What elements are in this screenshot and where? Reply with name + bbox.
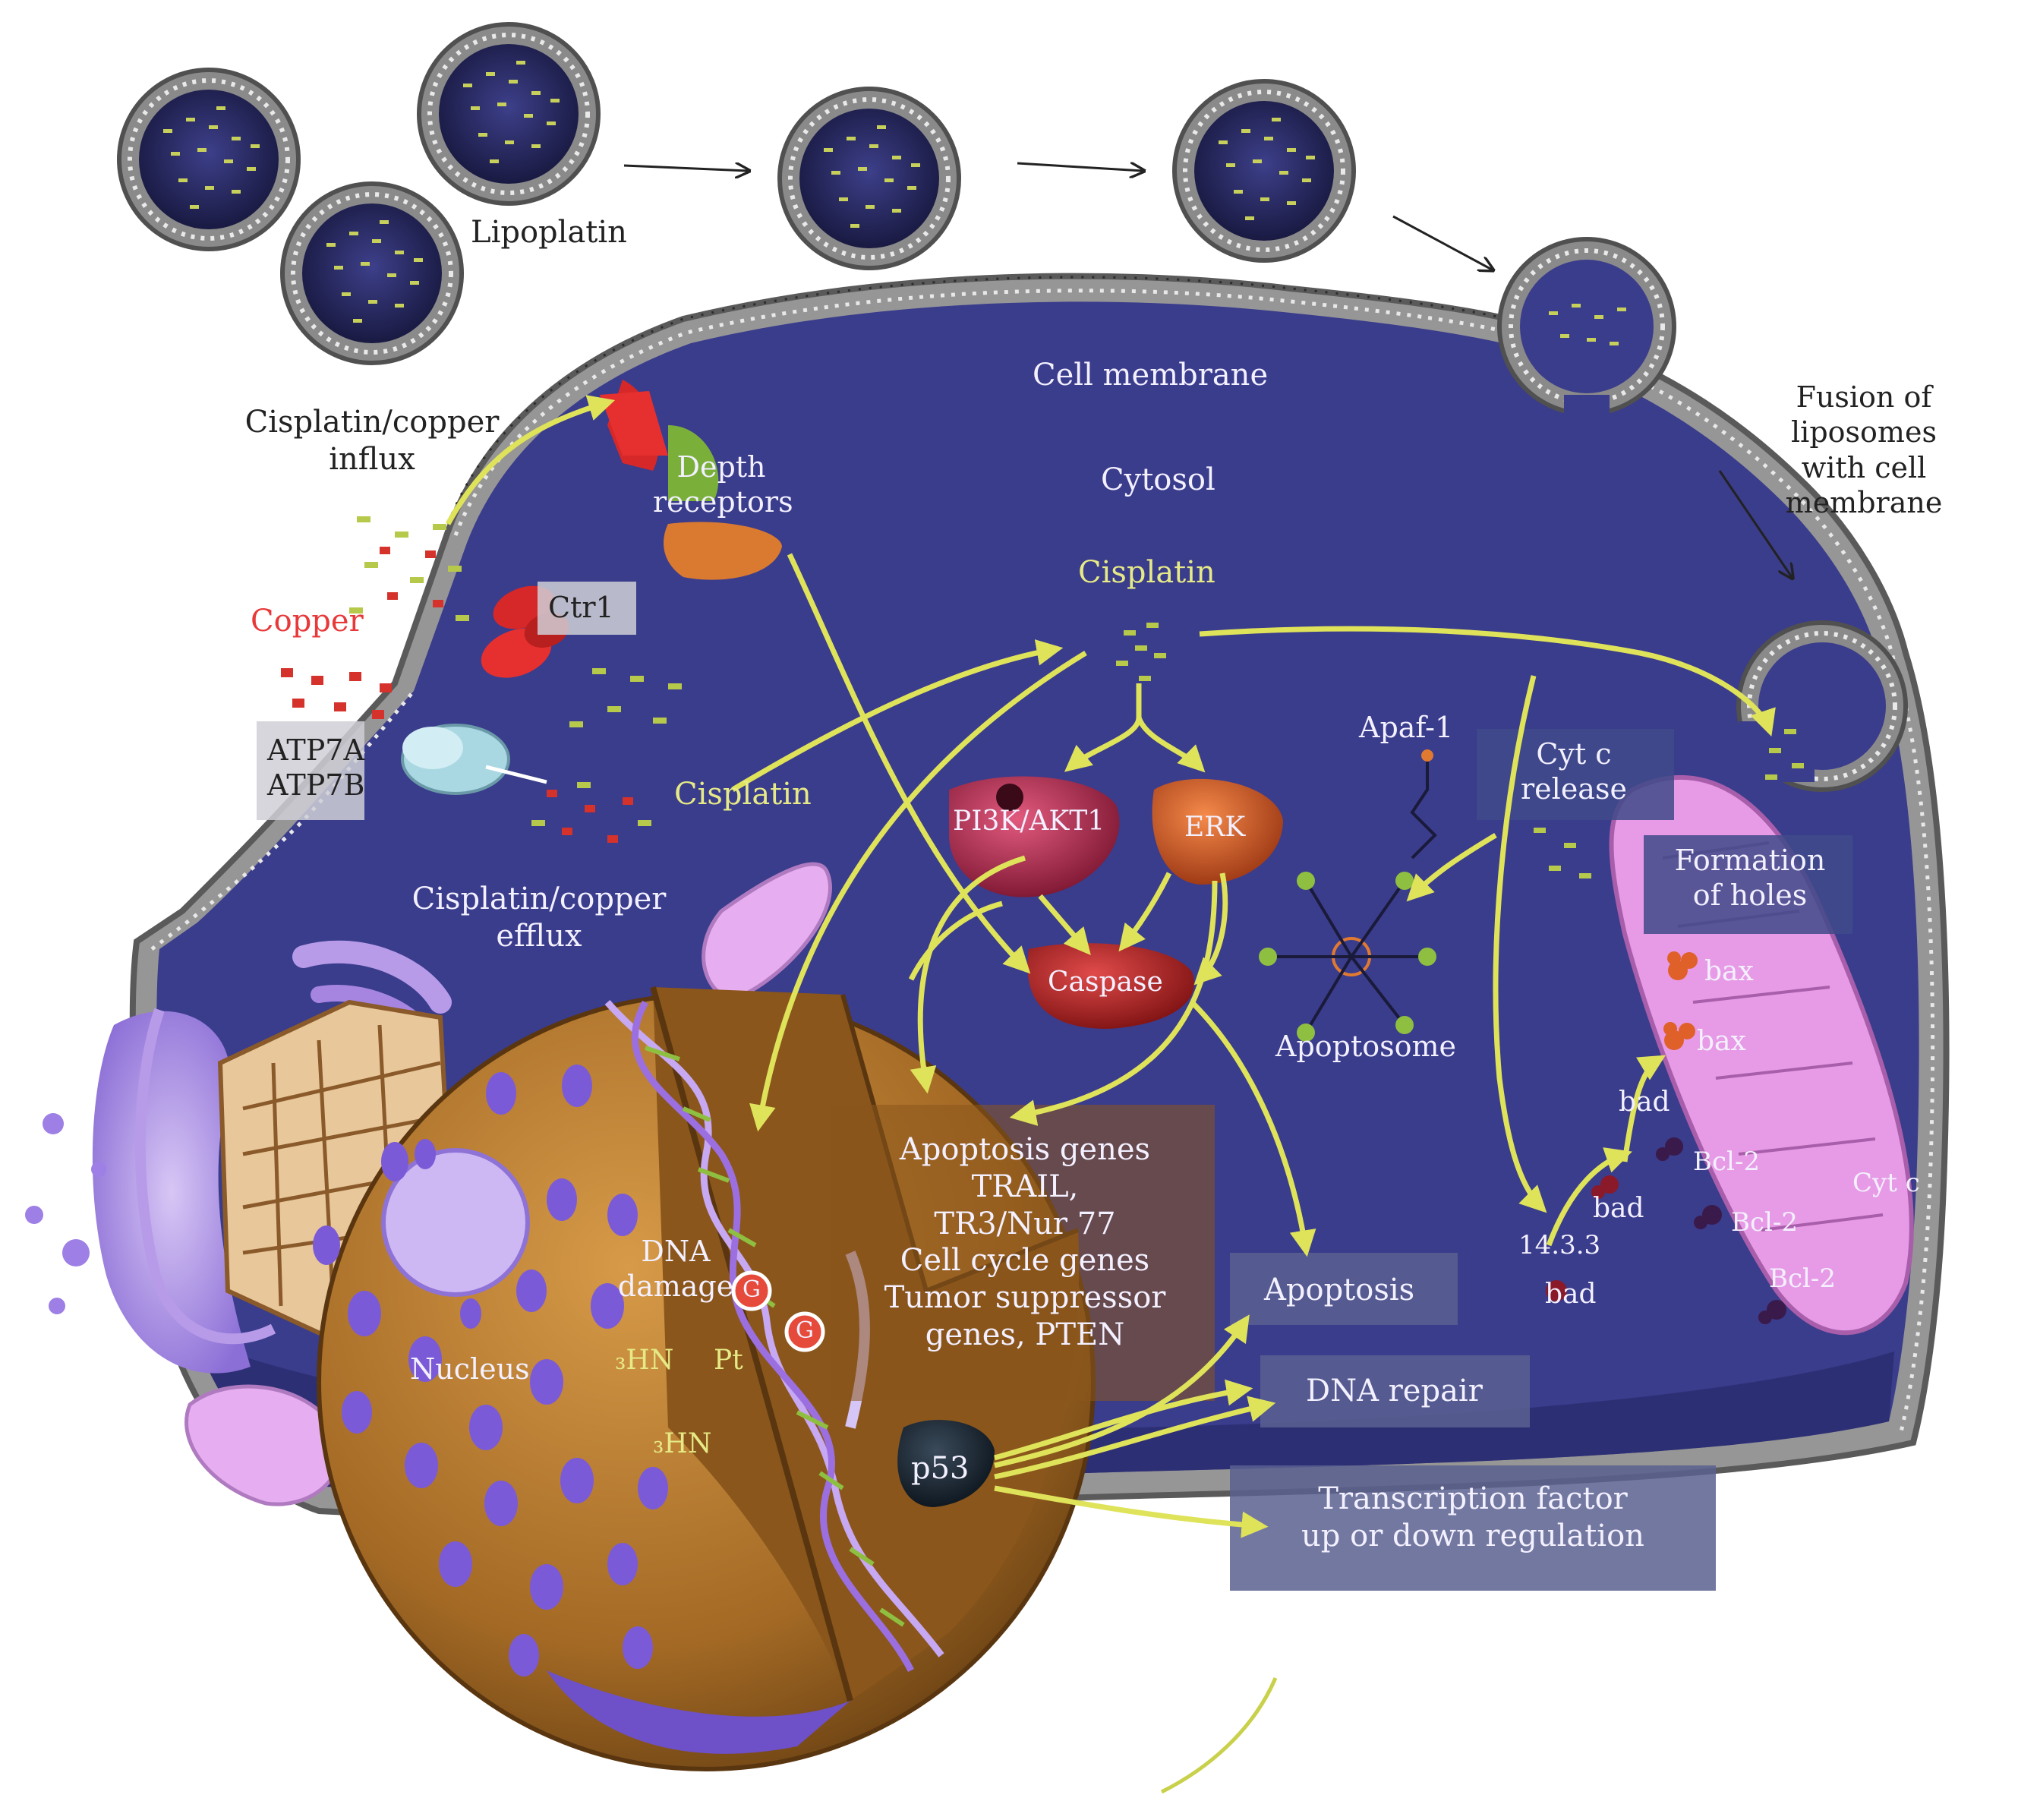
transcription-box — [1230, 1465, 1716, 1591]
signaling-arrows — [445, 395, 1776, 1538]
copper-molecules — [281, 668, 392, 719]
bad-label-2: bad — [1593, 1193, 1644, 1224]
bad-label-1: bad — [1619, 1087, 1670, 1118]
fourteen-3-3-label: 14.3.3 — [1518, 1230, 1601, 1260]
death-receptors-icon — [600, 380, 782, 580]
mitochondrion-left — [702, 862, 832, 999]
p53-icon — [897, 1420, 995, 1507]
cell-membrane-label: Cell membrane — [1033, 358, 1269, 393]
pi3k-akt1-label: PI3K/AKT1 — [953, 806, 1105, 837]
liposome — [117, 68, 301, 251]
pt-label: Pt — [714, 1345, 743, 1376]
liposome — [1172, 79, 1356, 263]
erk-icon — [1152, 778, 1283, 885]
genes-box — [831, 1105, 1215, 1401]
nucleus-label: Nucleus — [410, 1352, 530, 1386]
bax-icon — [1667, 951, 1698, 980]
atp7-transporter-icon — [401, 724, 547, 795]
caspase-icon — [1027, 943, 1194, 1029]
influx-molecules — [349, 516, 469, 621]
liposome — [777, 87, 961, 270]
bcl2-icon — [1656, 1137, 1683, 1161]
liposome — [280, 181, 464, 365]
cisplatin-label-top: Cisplatin — [1078, 555, 1215, 590]
bad-icon — [1546, 1280, 1567, 1301]
liposome — [417, 22, 601, 206]
atp7-box — [257, 721, 364, 820]
guanine-icon — [731, 1270, 772, 1311]
bax-icon — [1663, 1022, 1695, 1050]
nh3-label-2: ₃HN — [653, 1428, 712, 1459]
fused-liposome — [1736, 620, 1908, 792]
fusing-liposome — [1497, 237, 1676, 463]
cisplatin-molecules — [531, 668, 682, 843]
ctr1-label: Ctr1 — [548, 591, 614, 624]
guanine-label-2: G — [796, 1317, 814, 1344]
erk-label: ERK — [1184, 812, 1246, 843]
ctr1-box — [538, 582, 636, 635]
caspase-label: Caspase — [1048, 967, 1163, 998]
apoptosis-label: Apoptosis — [1264, 1273, 1415, 1307]
bcl2-icon — [1694, 1205, 1722, 1229]
bad-label-3: bad — [1545, 1279, 1597, 1310]
nh3-label-1: ₃HN — [615, 1345, 674, 1376]
bcl2-label-2: Bcl-2 — [1731, 1207, 1799, 1238]
apaf1-label: Apaf-1 — [1359, 711, 1454, 744]
bax-label-1: bax — [1704, 956, 1754, 987]
liposome-group — [117, 22, 1908, 792]
p53-label: p53 — [911, 1451, 970, 1486]
bcl2-label-3: Bcl-2 — [1769, 1263, 1837, 1294]
bcl2-icon — [1758, 1300, 1786, 1324]
lipoplatin-label: Lipoplatin — [471, 215, 627, 250]
dna-repair-label: DNA repair — [1306, 1374, 1483, 1408]
cisplatin-label-left: Cisplatin — [674, 777, 812, 812]
cytosol-label: Cytosol — [1101, 462, 1215, 497]
cyt-c-label: Cyt c — [1852, 1168, 1920, 1198]
liposome-arrows — [623, 162, 1792, 577]
apoptosome-icon — [1259, 872, 1436, 1042]
apoptosome-label: Apoptosome — [1275, 1030, 1457, 1063]
pi3k-akt1-icon — [949, 776, 1120, 897]
bax-label-2: bax — [1697, 1026, 1746, 1057]
bcl2-label-1: Bcl-2 — [1693, 1147, 1761, 1177]
formation-of-holes-box — [1644, 835, 1852, 934]
dna-repair-box — [1260, 1355, 1530, 1427]
guanine-label-1: G — [743, 1276, 761, 1303]
cytosol-cisplatin-molecules — [1116, 623, 1804, 878]
apoptosis-box — [1230, 1253, 1458, 1325]
copper-label: Copper — [251, 604, 364, 639]
bad-icon — [1591, 1175, 1619, 1199]
apaf1-icon — [1410, 749, 1437, 860]
guanine-icon — [784, 1311, 825, 1352]
